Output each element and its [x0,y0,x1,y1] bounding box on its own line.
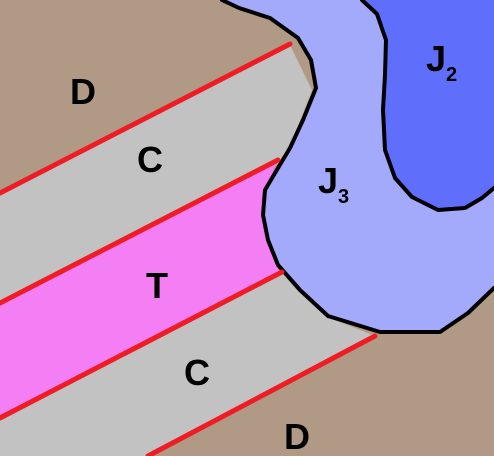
label-d-lower: D [284,416,310,456]
label-t-middle: T [146,265,168,306]
contact-line-c-t-upper [0,157,281,306]
intrusion-j2-outline [360,0,494,212]
label-j2-subscript: 2 [446,64,457,86]
unit-c-upper-band [0,45,312,303]
contact-line-c-d-lower [145,333,378,456]
intrusion-j3-outline [220,0,494,334]
unit-c-lower-band [0,272,375,456]
label-j3-main: J [318,160,338,201]
contact-line-t-c-lower [0,269,285,421]
label-c-upper: C [137,139,163,180]
unit-d-upper [0,0,290,195]
label-j3: J3 [318,160,349,208]
intrusion-j2 [362,0,494,210]
contact-line-d-c-upper [0,41,293,196]
unit-t-band [0,160,287,418]
label-j2-main: J [426,38,446,79]
label-j2: J2 [426,38,457,86]
label-j3-subscript: 3 [338,186,349,208]
label-c-lower: C [184,352,210,393]
label-d-upper: D [70,71,96,112]
